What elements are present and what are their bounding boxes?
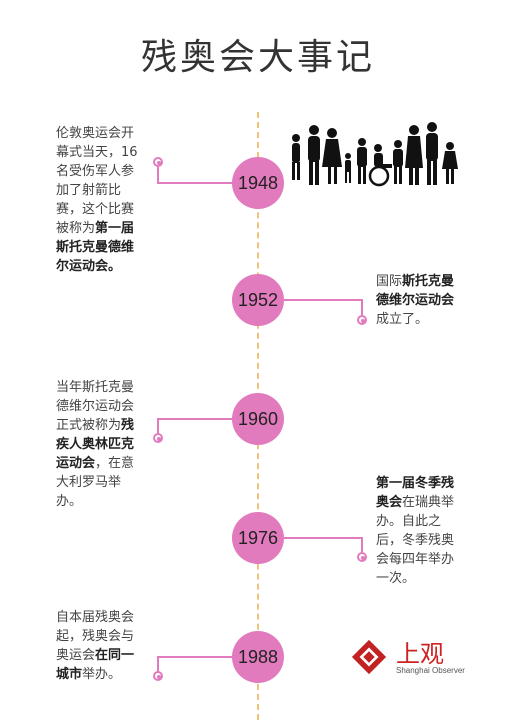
event-text-bold: 第一届冬季残奥会: [376, 476, 455, 510]
event-text-bold: 斯托克曼德维尔运动会: [376, 274, 455, 308]
event-text-part: 成立了。: [376, 312, 429, 327]
connector-line: [284, 537, 362, 539]
event-text-1960: 当年斯托克曼德维尔运动会正式被称为残疾人奥林匹克运动会，在意大利罗马举办。: [56, 378, 146, 511]
event-text-part: 伦敦奥运会开幕式当天，16名受伤军人参加了射箭比赛，这个比赛被称为: [56, 126, 138, 236]
year-circle-1976: 1976: [232, 512, 284, 564]
connector-line: [157, 656, 234, 658]
connector-line: [157, 419, 159, 434]
connector-line: [361, 537, 363, 552]
event-text-part: 当年斯托克曼德维尔运动会正式被称为: [56, 380, 135, 433]
connector-dot: [153, 671, 163, 681]
year-circle-1948: 1948: [232, 157, 284, 209]
connector-line: [284, 299, 362, 301]
year-circle-1988: 1988: [232, 631, 284, 683]
event-text-part: 自本届残奥会起，残奥会与奥运会: [56, 610, 135, 663]
logo-mark-icon: [351, 639, 387, 675]
connector-line: [157, 182, 234, 184]
event-text-bold: 第一届斯托克曼德维尔运动会。: [56, 221, 135, 274]
connector-line: [157, 418, 234, 420]
event-text-1988: 自本届残奥会起，残奥会与奥运会在同一城市举办。: [56, 608, 146, 684]
connector-dot: [153, 433, 163, 443]
connector-line: [157, 657, 159, 672]
event-text-1952: 国际斯托克曼德维尔运动会成立了。: [376, 272, 466, 329]
page-title: 残奥会大事记: [140, 37, 375, 78]
shanghai-observer-logo: 上观 Shanghai Observer: [350, 632, 470, 686]
event-text-part: 举办。: [82, 667, 122, 682]
event-text-part: 国际: [376, 274, 403, 289]
connector-line: [361, 299, 363, 315]
connector-line: [157, 167, 159, 183]
event-text-part: ，在意大利罗马举办。: [56, 456, 135, 509]
event-text-1976: 第一届冬季残奥会在瑞典举办。自此之后，冬季残奥会每四年举办一次。: [376, 474, 466, 588]
connector-dot: [153, 157, 163, 167]
event-text-bold: 残疾人奥林匹克运动会: [56, 418, 135, 471]
event-text-bold: 在同一城市: [56, 648, 135, 682]
logo-text-cn: 上观: [396, 640, 444, 668]
event-text-1948: 伦敦奥运会开幕式当天，16名受伤军人参加了射箭比赛，这个比赛被称为第一届斯托克曼…: [56, 124, 146, 276]
year-circle-1952: 1952: [232, 274, 284, 326]
logo-text-en: Shanghai Observer: [396, 666, 465, 675]
connector-dot: [357, 552, 367, 562]
year-circle-1960: 1960: [232, 393, 284, 445]
people-silhouette-illustration: [292, 122, 458, 187]
event-text-part: 在瑞典举办。自此之后，冬季残奥会每四年举办一次。: [376, 495, 455, 586]
connector-dot: [357, 315, 367, 325]
